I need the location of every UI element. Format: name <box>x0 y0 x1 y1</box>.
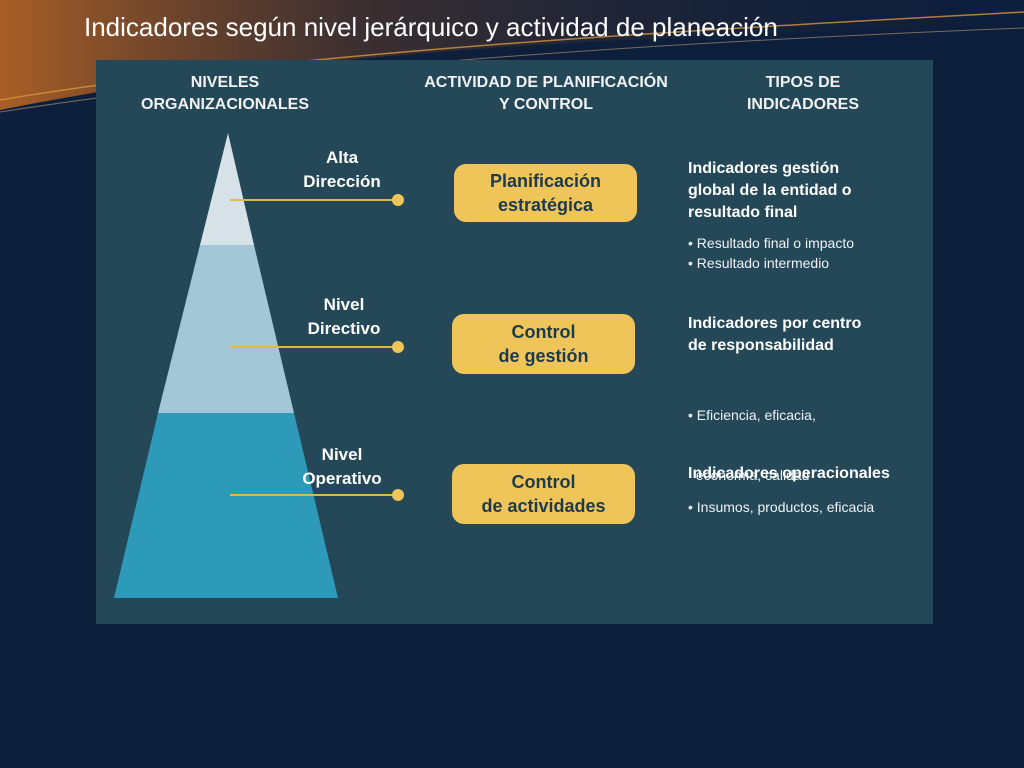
activity-planificacion-estrategica: Planificación estratégica <box>454 164 637 222</box>
pyramid-middle-level <box>158 245 294 413</box>
slide-title: Indicadores según nivel jerárquico y act… <box>84 12 778 42</box>
indicator-list-operacionales: • Insumos, productos, eficacia <box>688 497 874 517</box>
list-item: • Eficiencia, eficacia, <box>688 407 816 423</box>
level-label-alta-direccion: Alta Dirección <box>303 148 381 191</box>
pyramid-top-level <box>200 133 254 245</box>
indicator-list-gestion-global: • Resultado final o impacto • Resultado … <box>688 233 854 273</box>
list-item: • Insumos, productos, eficacia <box>688 499 875 515</box>
indicator-list-centro-responsabilidad: • Eficiencia, eficacia, economía, calida… <box>688 365 816 505</box>
header-niveles: NIVELES ORGANIZACIONALES <box>141 74 309 113</box>
connector-dot-directivo <box>392 341 404 353</box>
level-label-nivel-directivo: Nivel Directivo <box>307 295 381 338</box>
list-item: • Resultado intermedio <box>688 255 830 271</box>
indicator-title-operacionales: Indicadores operacionales <box>688 465 890 482</box>
indicator-title-centro-responsabilidad: Indicadores por centro de responsabilida… <box>688 315 862 354</box>
level-label-nivel-operativo: Nivel Operativo <box>302 445 382 488</box>
list-item: • Resultado final o impacto <box>688 235 854 251</box>
header-actividad: ACTIVIDAD DE PLANIFICACIÓN Y CONTROL <box>424 74 668 113</box>
pyramid-bottom-level <box>114 413 338 598</box>
activity-control-de-actividades: Control de actividades <box>452 464 635 524</box>
indicator-title-gestion-global: Indicadores gestión global de la entidad… <box>688 160 852 221</box>
connector-dot-operativo <box>392 489 404 501</box>
list-item: economía, calidad <box>688 467 810 483</box>
header-tipos: TIPOS DE INDICADORES <box>746 74 859 113</box>
connector-dot-alta <box>392 194 404 206</box>
activity-control-de-gestion: Control de gestión <box>452 314 635 374</box>
